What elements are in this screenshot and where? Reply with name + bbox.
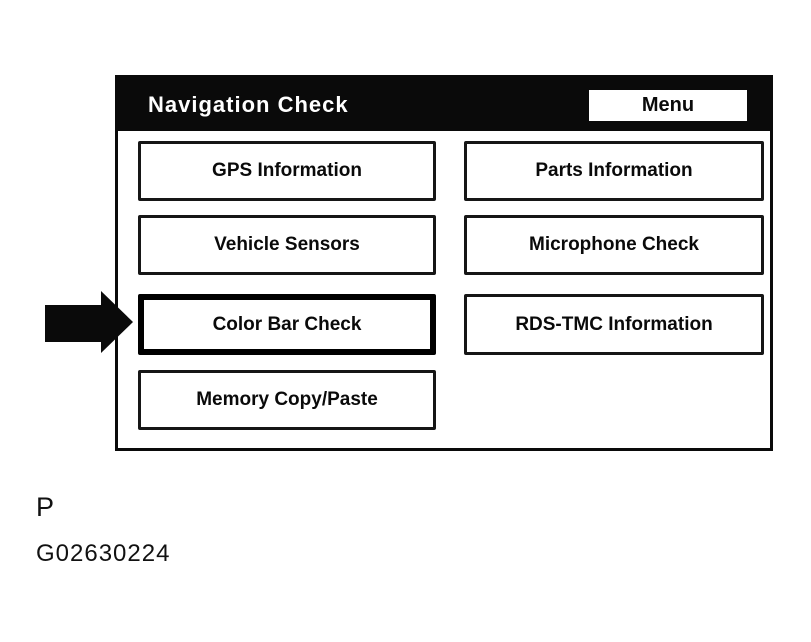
page-title: Navigation Check (148, 92, 349, 117)
arrow-right-icon (45, 290, 134, 354)
caption-figure-id: G02630224 (36, 540, 171, 567)
navigation-check-screen: Navigation Check Menu GPS Information Pa… (115, 75, 773, 451)
button-microphone-check[interactable]: Microphone Check (464, 215, 764, 275)
arrow-head (101, 291, 133, 353)
arrow-shaft (45, 305, 103, 342)
button-color-bar-check[interactable]: Color Bar Check (138, 294, 436, 355)
button-gps-information[interactable]: GPS Information (138, 141, 436, 201)
screen-title-bar: Navigation Check Menu (118, 78, 770, 131)
button-vehicle-sensors[interactable]: Vehicle Sensors (138, 215, 436, 275)
caption-page-letter: P (36, 492, 56, 522)
menu-button[interactable]: Menu (589, 90, 747, 121)
button-rds-tmc-information[interactable]: RDS-TMC Information (464, 294, 764, 355)
button-parts-information[interactable]: Parts Information (464, 141, 764, 201)
button-memory-copy-paste[interactable]: Memory Copy/Paste (138, 370, 436, 430)
